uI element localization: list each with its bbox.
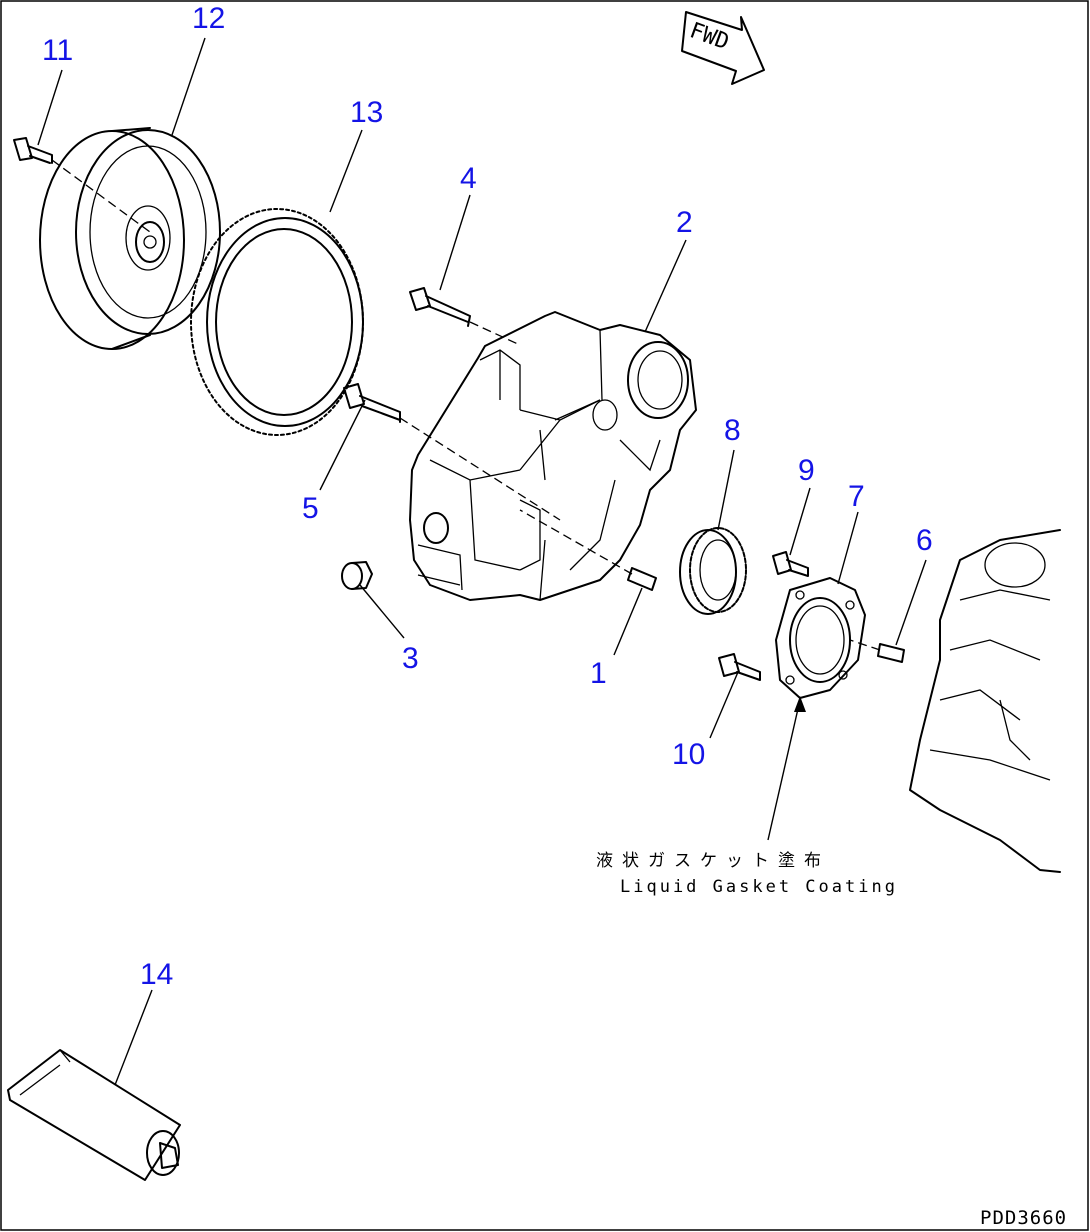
dowel-pin-part-6 bbox=[849, 639, 905, 663]
drawing-number: PDD3660 bbox=[980, 1207, 1067, 1229]
bolt-part-11 bbox=[13, 137, 151, 233]
callout-9: 9 bbox=[798, 454, 815, 487]
ring-gear-part-13 bbox=[190, 208, 364, 436]
bolt-part-9 bbox=[772, 551, 809, 577]
bolt-part-10 bbox=[718, 653, 761, 681]
flywheel-part-12 bbox=[39, 127, 221, 350]
callout-8: 8 bbox=[724, 414, 741, 447]
callout-7: 7 bbox=[848, 480, 865, 513]
callout-4: 4 bbox=[460, 162, 477, 195]
callout-1: 1 bbox=[590, 657, 607, 690]
callout-12: 12 bbox=[192, 2, 225, 35]
oil-seal-part-8 bbox=[679, 527, 747, 615]
callout-2: 2 bbox=[676, 206, 693, 239]
callout-3: 3 bbox=[402, 642, 419, 675]
plug-part-3 bbox=[341, 561, 373, 590]
fwd-direction-arrow: FWD bbox=[681, 11, 765, 85]
callout-5: 5 bbox=[302, 492, 319, 525]
seal-cover-part-7 bbox=[775, 577, 866, 699]
callout-6: 6 bbox=[916, 524, 933, 557]
note-english: Liquid Gasket Coating bbox=[620, 877, 898, 897]
callout-14: 14 bbox=[140, 958, 173, 991]
flywheel-housing-part-2 bbox=[409, 311, 697, 601]
callout-labels: 11 12 13 4 2 8 9 7 6 5 3 1 10 14 bbox=[42, 2, 933, 991]
liquid-gasket-tube-part-14 bbox=[7, 1049, 181, 1181]
callout-11: 11 bbox=[42, 34, 73, 67]
bolt-part-5 bbox=[343, 383, 561, 521]
engine-block bbox=[909, 529, 1061, 873]
gasket-arrow-head bbox=[794, 696, 806, 712]
bolt-part-4 bbox=[409, 287, 521, 346]
callout-13: 13 bbox=[350, 96, 383, 129]
dowel-pin-part-1 bbox=[519, 509, 657, 591]
note-japanese: 液状ガスケット塗布 bbox=[596, 850, 830, 871]
callout-10: 10 bbox=[672, 738, 705, 771]
leader-lines bbox=[37, 37, 927, 1086]
